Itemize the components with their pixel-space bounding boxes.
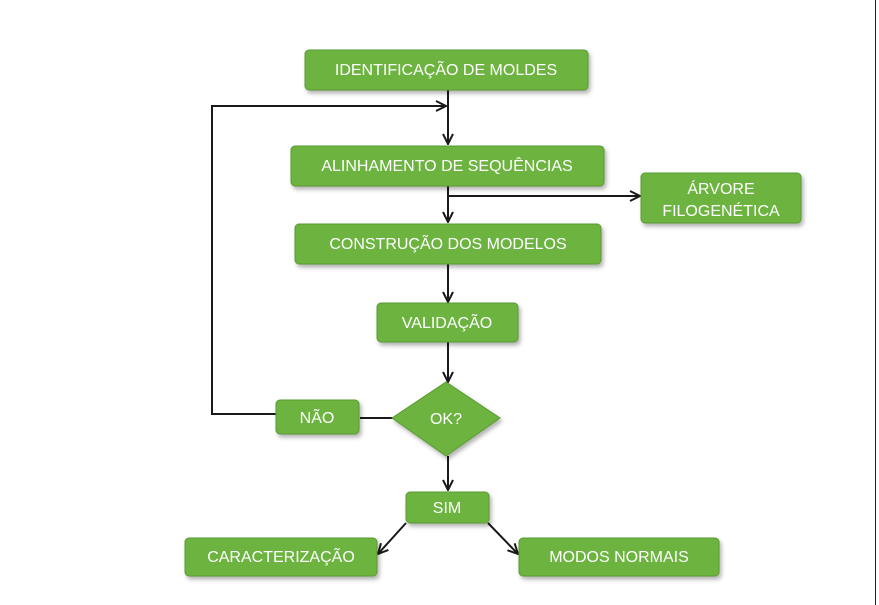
box-identificacao: IDENTIFICAÇÃO DE MOLDES bbox=[304, 49, 589, 91]
arrow-alinhamento-to-arvore bbox=[447, 186, 640, 196]
box-modos: MODOS NORMAIS bbox=[518, 537, 720, 577]
right-edge-divider bbox=[875, 0, 876, 605]
label-validacao: VALIDAÇÃO bbox=[402, 312, 492, 332]
label-modos: MODOS NORMAIS bbox=[549, 549, 689, 566]
label-arvore-line1: ÁRVORE bbox=[687, 179, 754, 198]
decision-ok: OK? bbox=[391, 381, 501, 457]
label-arvore-line2: FILOGENÉTICA bbox=[662, 201, 780, 220]
box-validacao: VALIDAÇÃO bbox=[376, 302, 519, 343]
box-sim: SIM bbox=[405, 491, 490, 524]
arrow-sim-to-caracterizacao bbox=[378, 522, 407, 554]
arrow-sim-to-modos bbox=[487, 522, 518, 554]
label-construcao: CONSTRUÇÃO DOS MODELOS bbox=[329, 233, 566, 253]
label-caracterizacao: CARACTERIZAÇÃO bbox=[207, 546, 355, 566]
label-alinhamento: ALINHAMENTO DE SEQUÊNCIAS bbox=[321, 156, 572, 175]
box-caracterizacao: CARACTERIZAÇÃO bbox=[184, 537, 378, 577]
box-nao: NÃO bbox=[275, 399, 360, 435]
label-sim: SIM bbox=[433, 500, 461, 517]
connectors bbox=[211, 90, 640, 554]
label-identificacao: IDENTIFICAÇÃO DE MOLDES bbox=[335, 59, 557, 79]
box-construcao: CONSTRUÇÃO DOS MODELOS bbox=[294, 223, 602, 265]
box-arvore: ÁRVORE FILOGENÉTICA bbox=[640, 172, 802, 224]
loop-back-line bbox=[211, 106, 446, 415]
label-nao: NÃO bbox=[300, 407, 335, 427]
label-ok: OK? bbox=[430, 411, 462, 428]
box-alinhamento: ALINHAMENTO DE SEQUÊNCIAS bbox=[290, 145, 605, 187]
